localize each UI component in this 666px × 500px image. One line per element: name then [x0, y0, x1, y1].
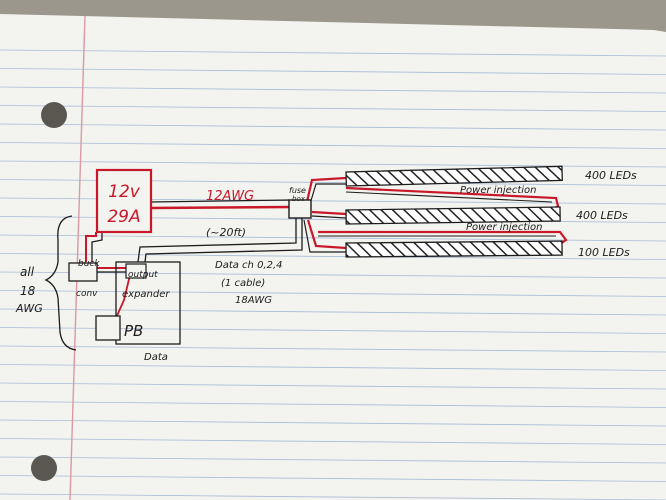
power-injection-label-1: Power injection: [460, 185, 536, 196]
pixelblaze-controller-box: [95, 315, 121, 341]
rule-line: [0, 68, 666, 75]
rule-line: [0, 493, 666, 500]
wire-red-fuse-to-strip3: [306, 219, 347, 250]
wire-red-fuse-to-strip1: [304, 176, 347, 207]
data-cable-note-line2: (1 cable): [221, 278, 265, 289]
all-wiring-brace: [44, 215, 77, 351]
led-strip-1: [345, 165, 563, 187]
rule-line: [0, 253, 666, 260]
rule-line: [0, 364, 666, 371]
rule-line: [0, 382, 666, 390]
all-wiring-note-line3: AWG: [15, 302, 43, 315]
rule-line: [0, 438, 666, 445]
wire-black-fuse-to-strip2: [311, 215, 347, 219]
wire-red-psu-to-fuse: [149, 205, 291, 210]
all-wiring-note-line2: 18: [20, 284, 36, 298]
expander-label-line1: output: [128, 270, 158, 280]
rule-line: [0, 401, 666, 408]
wire-black-psu-to-fuse: [149, 199, 291, 203]
rule-line: [0, 271, 666, 279]
controller-label: PB: [124, 322, 143, 340]
fuse-label-line1: fuse: [289, 186, 306, 195]
power-supply-box: [95, 168, 153, 234]
paper-sheet: [0, 14, 666, 500]
rule-line: [0, 475, 666, 482]
buck-label-line1: buck: [78, 259, 100, 269]
rule-line: [0, 345, 666, 353]
led-strip-2-label: 400 LEDs: [576, 209, 628, 222]
rule-line: [0, 86, 666, 94]
rule-line: [0, 234, 666, 242]
psu-voltage-label: 12v: [108, 182, 141, 202]
all-wiring-note-line1: all: [20, 265, 35, 279]
rule-line: [0, 419, 666, 427]
psu-current-label: 29A: [107, 207, 140, 227]
wire-red-fuse-to-strip2: [311, 210, 347, 216]
punch-hole-bottom: [31, 455, 57, 481]
power-injection-wire-1-black: [345, 191, 553, 203]
data-cable-note-line3: 18AWG: [235, 295, 272, 306]
power-injection-label-2: Power injection: [466, 222, 542, 233]
wire-black-fuse-to-strip3: [303, 219, 346, 253]
rule-line: [0, 123, 666, 131]
rule-line: [0, 142, 666, 149]
rule-line: [0, 456, 666, 464]
data-cable-note-line1: Data ch 0,2,4: [215, 260, 283, 271]
wire-red-psu-to-buck: [85, 232, 97, 262]
rule-line: [0, 308, 666, 316]
buck-label-line2: conv: [76, 289, 98, 299]
rule-line: [0, 105, 666, 112]
expander-connector: [125, 263, 147, 279]
main-cable-gauge-label: 12AWG: [206, 189, 254, 204]
fuse-box: [288, 199, 312, 219]
punch-hole-top: [41, 102, 67, 128]
output-expander-box: [115, 261, 181, 345]
wire-black-psu-to-buck: [91, 232, 103, 262]
power-injection-wire-2: [318, 230, 568, 245]
ruled-lines: [0, 49, 666, 500]
rule-line: [0, 49, 666, 57]
rule-line: [0, 290, 666, 297]
data-cable-a: [137, 218, 297, 263]
margin-line: [69, 15, 86, 500]
fuse-label-line2: box: [292, 195, 306, 203]
led-strip-3: [345, 240, 563, 258]
led-strip-1-label: 400 LEDs: [585, 169, 637, 182]
led-strip-3-label: 100 LEDs: [578, 246, 630, 259]
wire-black-fuse-to-strip1: [309, 183, 346, 205]
expander-label-line2: expander: [122, 289, 170, 300]
data-label: Data: [144, 352, 168, 363]
buck-converter-box: [68, 262, 98, 282]
cable-length-label: (~20ft): [206, 226, 246, 239]
led-strip-2: [345, 206, 561, 225]
data-cable-b: [144, 218, 303, 263]
wire-red-expander-to-pb: [115, 274, 131, 319]
